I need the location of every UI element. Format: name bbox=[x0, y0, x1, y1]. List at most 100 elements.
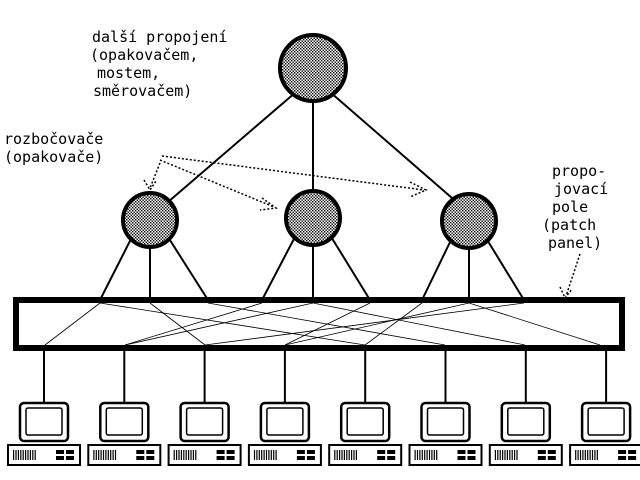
vent-slot bbox=[346, 450, 348, 460]
labels: další propojení (opakovačem, mostem, smě… bbox=[4, 28, 608, 252]
monitor-screen bbox=[346, 407, 384, 436]
computer-5 bbox=[328, 401, 403, 466]
vent-slot bbox=[416, 450, 419, 460]
vent-slot bbox=[579, 450, 582, 460]
monitor-screen bbox=[507, 407, 545, 436]
nodes bbox=[121, 33, 498, 250]
hub-node-3 bbox=[440, 192, 498, 250]
vent-slot bbox=[176, 450, 178, 460]
vent-slot bbox=[102, 450, 105, 460]
drive-bay bbox=[296, 456, 305, 460]
drive-bay bbox=[628, 456, 637, 460]
vent-slot bbox=[428, 450, 431, 460]
vent-slot bbox=[261, 450, 263, 460]
vent-slot bbox=[424, 450, 426, 460]
patch-panel-frame bbox=[13, 297, 625, 351]
drive-bay bbox=[547, 456, 556, 460]
vent-slot bbox=[589, 450, 591, 460]
vent-slot bbox=[93, 450, 95, 460]
drive-bay bbox=[377, 450, 386, 454]
computer-3 bbox=[167, 401, 242, 466]
patch-label-line-1: propo- bbox=[552, 162, 606, 180]
upper-links bbox=[167, 91, 453, 203]
vent-slot bbox=[339, 450, 341, 460]
vent-slot bbox=[587, 450, 589, 460]
vent-slot bbox=[414, 450, 416, 460]
vent-slot bbox=[426, 450, 428, 460]
patch-label-line-2: jovací bbox=[554, 180, 608, 198]
vent-slot bbox=[351, 450, 353, 460]
vent-slot bbox=[275, 450, 277, 460]
pointer-hub-1-head bbox=[143, 179, 157, 192]
vent-slot bbox=[509, 450, 511, 460]
vent-slot bbox=[343, 450, 345, 460]
vent-slot bbox=[258, 450, 260, 460]
vent-slot bbox=[270, 450, 272, 460]
monitor-screen bbox=[266, 407, 304, 436]
vent-slot bbox=[178, 450, 180, 460]
vent-slot bbox=[183, 450, 185, 460]
vent-slot bbox=[355, 450, 357, 460]
drive-bay bbox=[547, 450, 556, 454]
pointer-hub-2 bbox=[159, 159, 275, 208]
pointer-hub-3 bbox=[161, 155, 425, 191]
vent-slot bbox=[514, 450, 516, 460]
vent-slot bbox=[107, 450, 109, 460]
drive-bay bbox=[146, 456, 155, 460]
drive-bay bbox=[377, 456, 386, 460]
vent-slot bbox=[265, 450, 268, 460]
drive-bay bbox=[306, 456, 315, 460]
monitor-screen bbox=[105, 407, 144, 436]
vent-slot bbox=[27, 450, 29, 460]
hub-node-2 bbox=[284, 189, 342, 247]
vent-slot bbox=[34, 450, 36, 460]
vent-slot bbox=[436, 450, 438, 460]
vent-slot bbox=[433, 450, 435, 460]
drive-bay bbox=[56, 456, 64, 460]
vent-slot bbox=[15, 450, 17, 460]
vent-slot bbox=[32, 450, 34, 460]
vent-slot bbox=[516, 450, 518, 460]
monitor-screen bbox=[185, 407, 224, 436]
vent-slot bbox=[506, 450, 508, 460]
vent-slot bbox=[25, 450, 27, 460]
computer-1 bbox=[7, 401, 81, 466]
link-upper-hub-1 bbox=[167, 91, 297, 203]
link-hub-3-c bbox=[485, 237, 525, 301]
hub-links bbox=[99, 234, 525, 301]
vent-slot bbox=[497, 450, 499, 460]
monitor-screen bbox=[587, 407, 625, 436]
drive-bay bbox=[537, 450, 546, 454]
vent-slot bbox=[180, 450, 182, 460]
drive-bay bbox=[136, 450, 145, 454]
upper-label-line-3: mostem, bbox=[97, 64, 160, 82]
drive-bay bbox=[226, 450, 235, 454]
drive-bay bbox=[146, 450, 155, 454]
computer-8 bbox=[569, 401, 640, 466]
patch-panel bbox=[13, 297, 625, 351]
patch-label-line-3: pole bbox=[552, 198, 588, 216]
vent-slot bbox=[105, 450, 107, 460]
vent-slot bbox=[29, 450, 31, 460]
drive-bay bbox=[66, 450, 74, 454]
monitor-screen bbox=[25, 407, 63, 436]
vent-slot bbox=[336, 450, 338, 460]
vent-slot bbox=[98, 450, 100, 460]
link-hub-1-c bbox=[167, 236, 209, 301]
drive-bay bbox=[628, 450, 637, 454]
monitor-screen bbox=[426, 407, 465, 436]
annotation-pointers bbox=[143, 155, 581, 300]
link-hub-2-c bbox=[329, 234, 371, 301]
vent-slot bbox=[575, 450, 577, 460]
vent-slot bbox=[195, 450, 197, 460]
vent-slot bbox=[596, 450, 598, 460]
hubs-label-line-1: rozbočovače bbox=[4, 130, 103, 148]
pointer-hub-3-head bbox=[409, 181, 428, 198]
vent-slot bbox=[263, 450, 265, 460]
vent-slot bbox=[114, 450, 117, 460]
drop-cables bbox=[43, 351, 608, 403]
drive-bay bbox=[216, 456, 225, 460]
vent-slot bbox=[494, 450, 496, 460]
